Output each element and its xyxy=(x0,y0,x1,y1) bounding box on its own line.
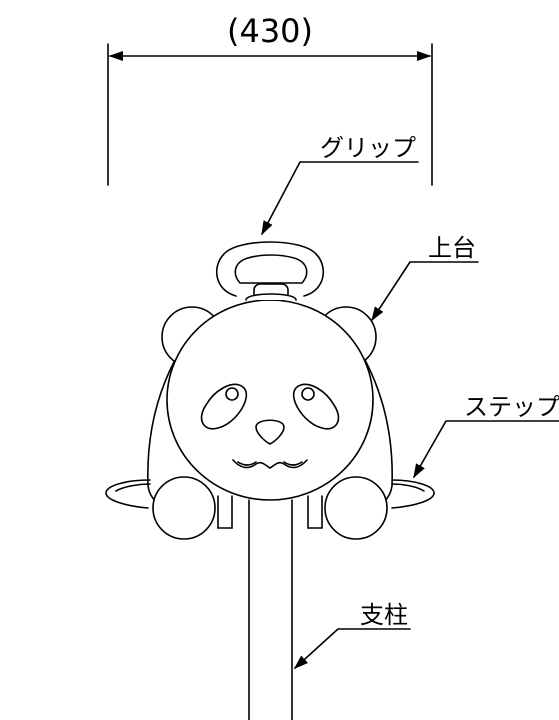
dimension-label: (430) xyxy=(227,12,313,50)
callout-grip-label: グリップ xyxy=(320,134,416,162)
eye-right xyxy=(301,387,315,401)
callout-step-label: ステップ xyxy=(464,393,559,421)
eye-left xyxy=(225,387,239,401)
panda-face xyxy=(200,383,340,469)
eye-patch-left xyxy=(200,383,248,430)
post xyxy=(248,499,293,720)
callout-upper-seat-label: 上台 xyxy=(428,234,476,262)
panda-paws xyxy=(152,476,388,540)
callout-post-label: 支柱 xyxy=(360,601,408,629)
width-dimension: (430) xyxy=(107,12,433,186)
panda-head xyxy=(166,283,374,501)
callout-leaders xyxy=(261,161,559,669)
nose xyxy=(255,419,285,445)
grip xyxy=(215,241,325,297)
eye-patch-right xyxy=(292,383,340,430)
mouth xyxy=(232,459,308,469)
